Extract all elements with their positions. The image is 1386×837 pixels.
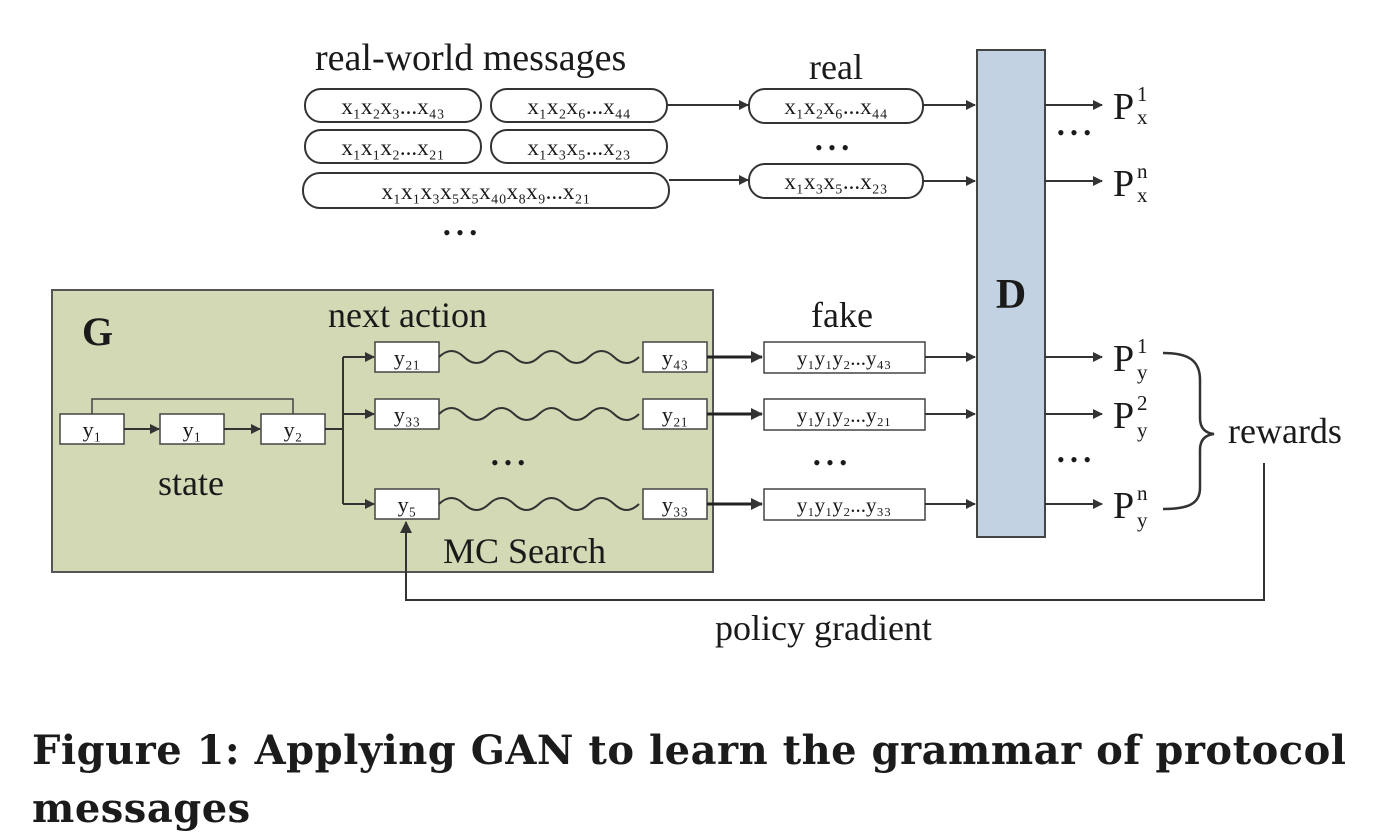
svg-text:y: y (1137, 360, 1148, 384)
output-ellipsis: • • • (1057, 120, 1091, 145)
output-px-1: P 1 x (1113, 82, 1148, 129)
policy-gradient-line (400, 463, 1265, 601)
message-pill (304, 88, 482, 123)
fake-label: fake (811, 295, 873, 335)
message-text: x₁x₁x₂...x₂₁ (341, 135, 444, 160)
mc-search-wave (438, 407, 640, 421)
real-label: real (809, 47, 863, 87)
action-token: y₃₃ (394, 402, 420, 427)
message-text: x₁x₁x₃x₅x₅x₄₀x₈x₉...x₂₁ (382, 179, 591, 204)
generator-label: G (82, 309, 113, 354)
svg-text:x: x (1137, 183, 1148, 207)
message-pill (302, 172, 670, 209)
state-token-box (59, 413, 125, 445)
discriminator-box (976, 49, 1046, 538)
policy-gradient-label: policy gradient (715, 608, 932, 648)
message-text: x₁x₃x₅...x₂₃ (527, 135, 630, 160)
action-token: y₅ (398, 492, 417, 517)
svg-text:P: P (1113, 485, 1134, 527)
svg-text:P: P (1113, 86, 1134, 128)
end-token-box (642, 398, 708, 430)
real-ellipsis: • • • (815, 135, 849, 160)
fake-seq-text: y₁y₁y₂...y₄₃ (797, 346, 891, 370)
fake-ellipsis: • • • (813, 450, 847, 475)
svg-text:P: P (1113, 395, 1134, 437)
state-token: y₂ (284, 417, 303, 442)
svg-text:n: n (1137, 481, 1148, 505)
output-py-1: P 1 y (1113, 334, 1148, 384)
fake-seq-box (763, 488, 926, 521)
end-token: y₂₁ (662, 402, 688, 427)
discriminator-label: D (996, 272, 1026, 318)
mc-search-label: MC Search (443, 531, 606, 571)
output-py-2: P 2 y (1113, 391, 1148, 442)
message-text: x₁x₂x₆...x₄₄ (527, 94, 630, 119)
messages-ellipsis: • • • (443, 220, 477, 245)
svg-text:1: 1 (1137, 82, 1148, 106)
next-action-label: next action (328, 295, 487, 335)
action-token: y₂₁ (394, 345, 420, 370)
real-world-messages-label: real-world messages (315, 37, 626, 79)
svg-text:y: y (1137, 508, 1148, 532)
fake-seq-text: y₁y₁y₂...y₂₁ (797, 403, 891, 427)
state-label: state (158, 463, 224, 503)
fake-seq-box (763, 398, 926, 431)
state-token: y₁ (183, 417, 202, 442)
action-token-box (374, 398, 440, 430)
figure-caption: Figure 1: Applying GAN to learn the gram… (32, 727, 1347, 832)
rewards-label: rewards (1228, 411, 1342, 451)
svg-text:P: P (1113, 163, 1134, 205)
output-py-n: P n y (1113, 481, 1148, 532)
state-token-box (159, 413, 225, 445)
message-text: x₁x₂x₃...x₄₃ (341, 94, 444, 119)
real-text: x₁x₃x₅...x₂₃ (784, 169, 887, 194)
svg-text:y: y (1137, 418, 1148, 442)
svg-text:x: x (1137, 105, 1148, 129)
mc-search-wave (438, 350, 640, 364)
output-px-n: P n x (1113, 159, 1148, 207)
mc-search-wave (438, 497, 640, 511)
state-token: y₁ (83, 417, 102, 442)
end-token: y₃₃ (662, 492, 688, 517)
svg-text:1: 1 (1137, 334, 1148, 358)
action-token-box (374, 488, 440, 520)
message-pill (304, 129, 482, 164)
message-pill (490, 129, 668, 164)
mc-ellipsis: • • • (491, 450, 525, 475)
real-text: x₁x₂x₆...x₄₄ (784, 94, 887, 119)
svg-text:n: n (1137, 159, 1148, 183)
svg-text:P: P (1113, 338, 1134, 380)
fake-seq-box (763, 341, 926, 374)
state-skip-connector (91, 398, 294, 414)
fake-seq-text: y₁y₁y₂...y₃₃ (797, 493, 891, 517)
end-token: y₄₃ (662, 345, 688, 370)
output-ellipsis: • • • (1057, 447, 1091, 472)
rewards-brace (1162, 351, 1215, 511)
svg-text:2: 2 (1137, 391, 1148, 415)
